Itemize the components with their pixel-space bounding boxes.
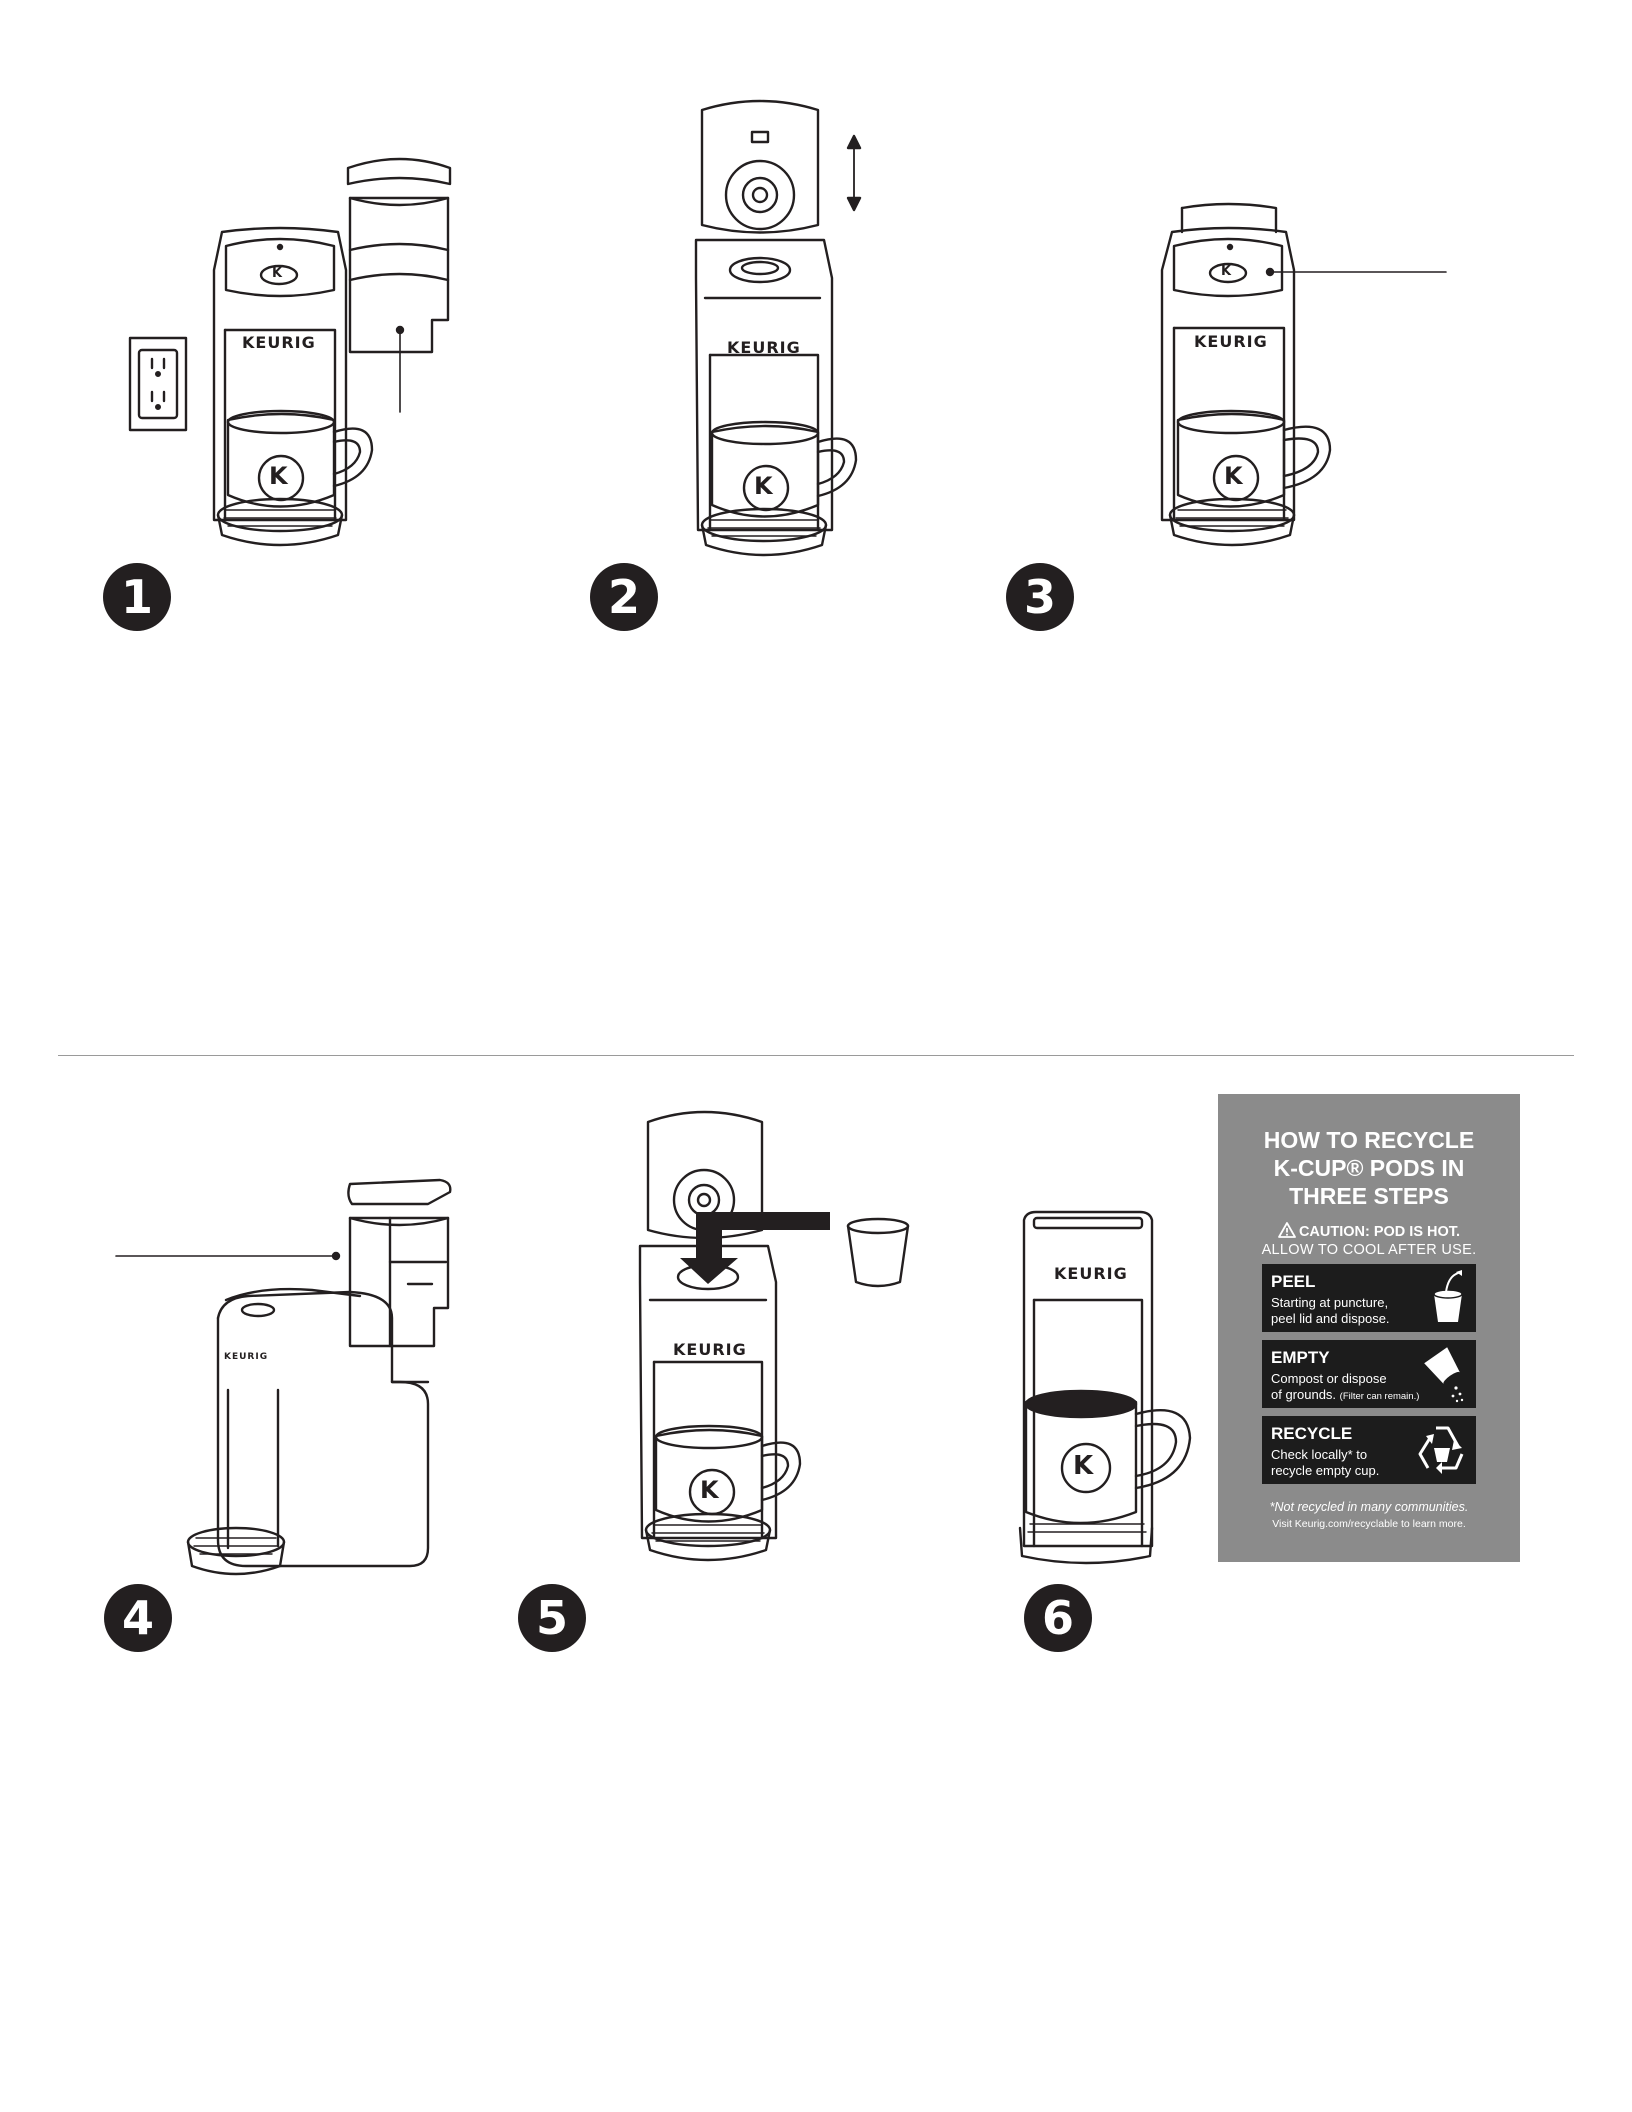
recycle-footnote: *Not recycled in many communities. xyxy=(1269,1500,1469,1514)
recycle-title-line-1: HOW TO RECYCLE xyxy=(1263,1127,1475,1153)
mug-logo-2: K xyxy=(754,472,773,500)
k-cup-pod xyxy=(846,1217,910,1288)
mug-logo-1: K xyxy=(269,462,288,490)
brand-wordmark-2: KEURIG xyxy=(727,338,801,357)
step-2-illustration xyxy=(694,99,862,557)
step-number-6: 6 xyxy=(1024,1584,1092,1652)
caution-text: CAUTION: POD IS HOT. xyxy=(1298,1224,1461,1240)
desc-line: Check locally* to xyxy=(1271,1447,1368,1462)
step-number-5: 5 xyxy=(518,1584,586,1652)
mug xyxy=(1176,409,1332,508)
desc-line: recycle empty cup. xyxy=(1271,1463,1380,1478)
lid-logo-3: K xyxy=(1221,264,1232,279)
pointer-line xyxy=(1265,267,1447,277)
recycle-step-title: PEEL xyxy=(1271,1272,1316,1291)
desc-line: Starting at puncture, xyxy=(1271,1295,1389,1310)
recycle-step-recycle: RECYCLE Check locally* to recycle empty … xyxy=(1262,1416,1476,1484)
empty-pod-icon xyxy=(1424,1347,1464,1403)
mug-logo-3: K xyxy=(1224,462,1243,490)
recycle-title: HOW TO RECYCLE K-CUP® PODS IN THREE STEP… xyxy=(1218,1126,1520,1210)
drip-tray xyxy=(700,507,828,557)
lift-arrow xyxy=(846,134,862,212)
recycle-learn-more: Visit Keurig.com/recyclable to learn mor… xyxy=(1272,1518,1466,1530)
step-4-illustration xyxy=(115,1178,452,1576)
step-1-illustration xyxy=(128,157,452,547)
lid-logo-1: K xyxy=(272,266,283,281)
desc-line-text: of grounds. xyxy=(1271,1387,1337,1402)
step-number-2: 2 xyxy=(590,563,658,631)
recycle-step-desc: Compost or dispose of grounds. (Filter c… xyxy=(1271,1371,1419,1405)
mug-logo-6: K xyxy=(1073,1451,1094,1481)
allow-cool-text: ALLOW TO COOL AFTER USE. xyxy=(1261,1242,1477,1258)
recycle-title-line-2: K-CUP® PODS IN xyxy=(1273,1155,1465,1181)
drip-tray xyxy=(644,1512,772,1562)
mug xyxy=(710,420,858,518)
brand-wordmark-5: KEURIG xyxy=(673,1340,747,1359)
brand-wordmark-3: KEURIG xyxy=(1194,332,1268,351)
caution-line: CAUTION: POD IS HOT. xyxy=(1218,1222,1520,1240)
desc-line: peel lid and dispose. xyxy=(1271,1311,1390,1326)
brand-wordmark-1: KEURIG xyxy=(242,333,316,352)
recycle-step-peel: PEEL Starting at puncture, peel lid and … xyxy=(1262,1264,1476,1332)
brand-wordmark-6: KEURIG xyxy=(1054,1264,1128,1283)
brand-wordmark-4: KEURIG xyxy=(224,1352,269,1362)
water-reservoir xyxy=(346,157,452,413)
brewer xyxy=(694,99,834,532)
brewer xyxy=(1022,1210,1154,1548)
step-6-illustration xyxy=(1018,1210,1192,1565)
recycle-title-line-3: THREE STEPS xyxy=(1289,1183,1449,1209)
drip-tray xyxy=(216,497,344,547)
brewer xyxy=(216,1287,430,1568)
brewer xyxy=(638,1110,778,1540)
recycle-step-desc: Check locally* to recycle empty cup. xyxy=(1271,1447,1379,1479)
mug xyxy=(1024,1389,1192,1525)
drip-tray xyxy=(186,1526,286,1576)
recycle-step-title: EMPTY xyxy=(1271,1348,1330,1367)
step-number-4: 4 xyxy=(104,1584,172,1652)
desc-line: of grounds. (Filter can remain.) xyxy=(1271,1387,1419,1405)
mug-logo-5: K xyxy=(700,1476,719,1504)
drip-tray xyxy=(1018,1523,1154,1565)
warning-icon xyxy=(1278,1222,1296,1238)
drip-tray xyxy=(1168,497,1296,547)
recycle-step-title: RECYCLE xyxy=(1271,1424,1353,1443)
mug xyxy=(654,1424,802,1523)
wall-outlet xyxy=(128,336,188,432)
pointer-line xyxy=(115,1251,341,1261)
filter-note: (Filter can remain.) xyxy=(1339,1391,1420,1402)
desc-line: Compost or dispose xyxy=(1271,1371,1387,1386)
insert-arrow xyxy=(680,1212,830,1284)
step-5-illustration xyxy=(638,1110,910,1562)
step-3-illustration xyxy=(1160,202,1447,547)
recycle-icon xyxy=(1418,1426,1464,1474)
recycle-instructions-panel: HOW TO RECYCLE K-CUP® PODS IN THREE STEP… xyxy=(1218,1094,1520,1562)
step-number-1: 1 xyxy=(103,563,171,631)
step-number-3: 3 xyxy=(1006,563,1074,631)
section-divider xyxy=(58,1055,1574,1056)
mug xyxy=(226,409,374,508)
recycle-step-empty: EMPTY Compost or dispose of grounds. (Fi… xyxy=(1262,1340,1476,1408)
peel-pod-icon xyxy=(1433,1270,1463,1322)
water-reservoir xyxy=(347,1178,452,1348)
recycle-step-desc: Starting at puncture, peel lid and dispo… xyxy=(1271,1295,1390,1327)
